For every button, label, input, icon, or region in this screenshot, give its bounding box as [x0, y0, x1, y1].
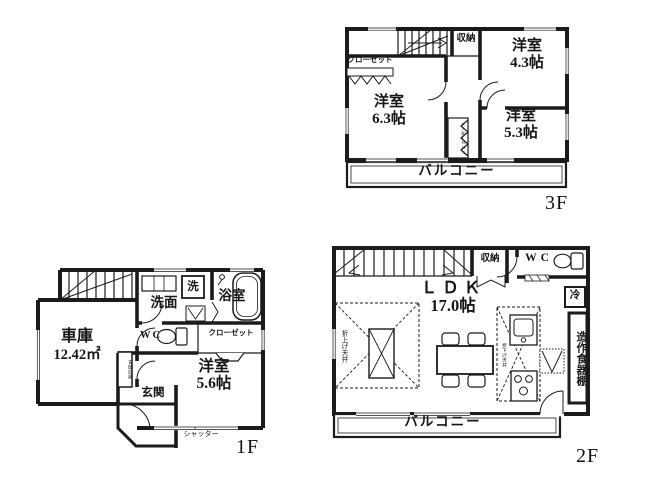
floor-2f: 収納 WC 冷 ＬＤＫ 17.0帖 折上げ天井 折下げ天井 造作食器棚 バルコニ… — [331, 245, 593, 461]
closet-label: クローゼット — [347, 55, 393, 64]
storage-label: 収納 — [480, 254, 500, 264]
room-6-3-label: 洋室 6.3帖 — [352, 94, 426, 127]
entrance-label: 玄関 — [141, 387, 165, 399]
room-5-3-label: 洋室 5.3帖 — [484, 108, 558, 141]
ldk-label: ＬＤＫ 17.0帖 — [391, 278, 515, 316]
windows — [344, 26, 570, 163]
floor-tag-1f: 1F — [236, 436, 260, 458]
entrance-storage-box — [117, 351, 133, 388]
bathroom-label: 浴室 — [218, 288, 246, 303]
closet-label: クローゼット — [208, 328, 254, 337]
washstand-box — [185, 305, 206, 322]
balcony-door — [539, 390, 564, 417]
staircase-icon — [59, 269, 133, 301]
entrance-storage-label: 玄関収納 — [127, 360, 132, 380]
floor-3f: クローゼット 収納 洋室 6.3帖 洋室 4.3帖 洋室 5.3帖 メーターBO… — [344, 26, 572, 194]
staircase-icon — [333, 248, 472, 277]
wall-hatch — [524, 274, 550, 282]
laundry-label: 洗 — [187, 281, 199, 293]
inner-walls — [470, 248, 588, 283]
counter-box — [539, 348, 565, 374]
meter-box-niche — [447, 117, 469, 159]
porch-walls — [116, 402, 178, 448]
windows — [331, 329, 470, 417]
kitchen-sink-icon — [509, 314, 538, 346]
cupboard-label: 造作食器棚 — [575, 331, 587, 386]
room-size: 6.3帖 — [372, 110, 406, 127]
chair-icons — [441, 332, 486, 388]
stove-icon — [510, 370, 538, 402]
dropped-ceiling-label: 折下げ天井 — [501, 343, 506, 367]
room-name: 洋室 — [373, 94, 404, 110]
vanity-icon — [141, 275, 177, 292]
windows — [36, 267, 266, 431]
floor-tag-3f: 3F — [545, 192, 569, 214]
fridge-label: 冷 — [569, 290, 581, 301]
washroom-label: 洗面 — [150, 295, 178, 310]
fridge-box — [564, 286, 586, 308]
room-size: 5.6帖 — [196, 375, 232, 393]
floor-3f-drawing — [344, 26, 570, 189]
floor-1f-drawing — [36, 267, 266, 448]
inner-walls — [347, 29, 567, 160]
storage-door — [476, 276, 506, 288]
staircase-icon — [397, 28, 480, 57]
ceiling-feature — [368, 328, 395, 379]
raised-ceiling-label: 折上げ天井 — [340, 329, 347, 363]
garage-size-label: 12.42㎡ — [53, 347, 101, 363]
toilet-icon — [553, 252, 584, 270]
room-5-6-label: 洋室 5.6帖 — [170, 358, 258, 392]
shower-icon — [217, 274, 225, 286]
floor-1f: 車庫 12.42㎡ 洗 洗面 浴室 WC クローゼット 玄関収納 玄関 洋室 5… — [36, 256, 268, 466]
wc-label: WC — [139, 330, 163, 341]
floor-2f-drawing — [331, 246, 590, 439]
room-name: 洋室 — [505, 108, 536, 124]
shutter-label: シャッター — [183, 430, 219, 438]
wc-label: WC — [525, 252, 553, 264]
bath-folding-door — [211, 301, 219, 323]
floor-tag-2f: 2F — [576, 445, 600, 467]
room-name: 洋室 — [511, 38, 542, 54]
dining-table-icon — [436, 345, 494, 375]
ldk-size: 17.0帖 — [430, 296, 476, 316]
balcony-outline — [345, 160, 568, 189]
door-arcs — [427, 81, 506, 109]
meter-box-label: メーターBOX — [461, 122, 466, 155]
room-name: 洋室 — [198, 358, 230, 375]
ldk-name: ＬＤＫ — [420, 278, 486, 297]
balcony-label: バルコニー — [418, 163, 496, 178]
room-4-3-label: 洋室 4.3帖 — [490, 38, 564, 71]
closet-outline — [197, 323, 263, 362]
laundry-box — [181, 275, 205, 299]
garage-name-label: 車庫 — [60, 328, 93, 345]
bathtub-icon — [232, 272, 262, 321]
cupboard-box — [567, 311, 589, 405]
zigzag-door-icon — [346, 67, 394, 85]
toilet-icon — [156, 327, 188, 346]
storage-label: 収納 — [456, 34, 476, 44]
room-size: 5.3帖 — [504, 124, 538, 141]
wc-door-arc — [496, 256, 518, 278]
balcony-label: バルコニー — [404, 414, 482, 429]
room-size: 4.3帖 — [510, 54, 544, 71]
